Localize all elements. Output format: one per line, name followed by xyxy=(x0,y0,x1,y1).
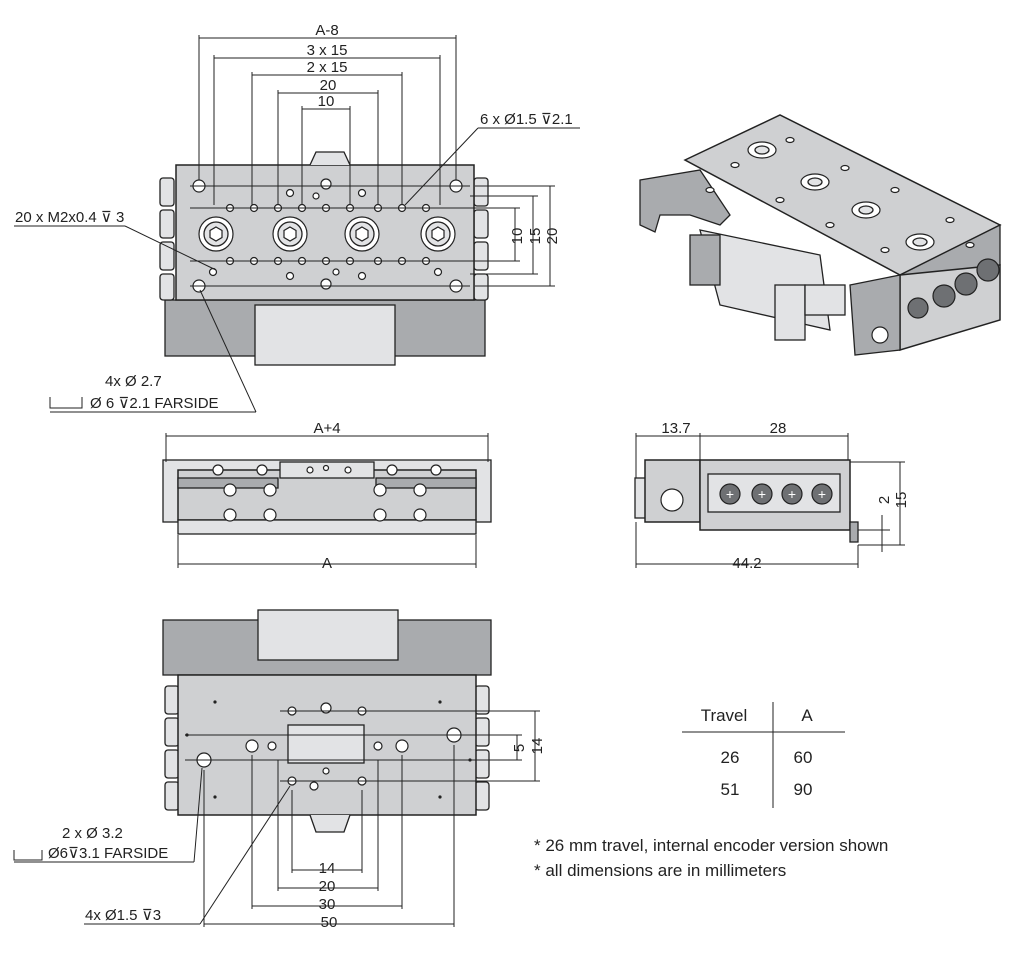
table-cell: 60 xyxy=(794,748,813,767)
top-view-callouts: 6 x Ø1.5 ⊽2.1 20 x M2x0.4 ⊽ 3 4x Ø 2.7 Ø… xyxy=(14,111,580,413)
svg-text:+: + xyxy=(758,486,766,502)
side-view: + + + + xyxy=(634,459,859,543)
dim-15: 15 xyxy=(893,492,910,509)
bottom-view xyxy=(162,609,492,833)
iso-block xyxy=(689,234,721,286)
top-view-bumper xyxy=(473,273,489,301)
dim-2x15: 2 x 15 xyxy=(307,59,348,76)
note-travel: * 26 mm travel, internal encoder version… xyxy=(534,836,888,855)
dim-28: 28 xyxy=(770,420,787,437)
socket-screw-icon xyxy=(420,216,456,252)
front-view-base xyxy=(177,519,477,535)
socket-screw-icon xyxy=(272,216,308,252)
top-view-bumper xyxy=(473,177,489,207)
dim-b5: 5 xyxy=(511,744,528,752)
bottom-view-dimensions: 14 20 30 50 5 14 xyxy=(203,710,546,931)
table-cell: 26 xyxy=(721,748,740,767)
iso-screw-icon xyxy=(747,141,935,251)
callout-2x-32: 2 x Ø 3.2 xyxy=(62,825,123,842)
front-view-rail xyxy=(375,477,477,489)
top-view-dimensions: A-8 3 x 15 2 x 15 20 10 10 15 20 xyxy=(198,22,561,287)
callout-4x-27: 4x Ø 2.7 xyxy=(105,373,162,390)
socket-screw-icon xyxy=(344,216,380,252)
bottom-view-bumper xyxy=(164,717,180,747)
bottom-view-bumper xyxy=(164,781,180,811)
dim-10: 10 xyxy=(318,93,335,110)
side-view-dimensions: 13.7 28 44.2 2 15 xyxy=(635,420,910,572)
callout-cbore-6: Ø 6 ⊽2.1 FARSIDE xyxy=(90,395,219,412)
dim-a-plus-4: A+4 xyxy=(313,420,340,437)
top-view-bumper xyxy=(473,209,489,239)
dim-3x15: 3 x 15 xyxy=(307,42,348,59)
bottom-view-bumper xyxy=(474,717,490,747)
isometric-view xyxy=(639,114,1002,356)
dim-right-10: 10 xyxy=(509,228,526,245)
dim-b20: 20 xyxy=(319,878,336,895)
side-view-base xyxy=(849,521,859,543)
table-cell: 90 xyxy=(794,780,813,799)
dim-b14-right: 14 xyxy=(529,738,546,755)
bottom-view-bracket xyxy=(257,609,399,661)
travel-table: Travel A 26 60 51 90 xyxy=(682,702,845,808)
top-view-bumper xyxy=(159,273,175,301)
bottom-view-callouts: 2 x Ø 3.2 Ø6⊽3.1 FARSIDE 4x Ø1.5 ⊽3 xyxy=(13,767,291,925)
iso-holes xyxy=(705,136,975,254)
top-view xyxy=(159,151,489,366)
dim-b30: 30 xyxy=(319,896,336,913)
svg-text:+: + xyxy=(818,486,826,502)
bottom-view-bumper xyxy=(474,781,490,811)
top-view-bumper xyxy=(473,241,489,271)
table-header-a: A xyxy=(801,706,813,725)
callout-20x-m2: 20 x M2x0.4 ⊽ 3 xyxy=(15,209,124,226)
bottom-view-tab xyxy=(309,814,351,833)
note-units: * all dimensions are in millimeters xyxy=(534,861,786,880)
side-connector-icon: + + + + xyxy=(719,483,833,505)
callout-6x-holes: 6 x Ø1.5 ⊽2.1 xyxy=(480,111,573,128)
dim-a-minus-8: A-8 xyxy=(315,22,338,39)
dim-44-2: 44.2 xyxy=(732,555,761,572)
socket-screw-icon xyxy=(198,216,234,252)
iso-connector-icon xyxy=(871,258,1000,344)
iso-block xyxy=(774,284,806,341)
side-view-rod xyxy=(660,488,684,512)
top-view-bumper xyxy=(159,209,175,239)
callout-4x-15: 4x Ø1.5 ⊽3 xyxy=(85,907,161,924)
top-view-tab xyxy=(309,151,351,166)
iso-rod xyxy=(804,284,846,316)
callout-cbore-bottom: Ø6⊽3.1 FARSIDE xyxy=(48,845,168,862)
bottom-view-bumper xyxy=(474,685,490,715)
dim-right-20: 20 xyxy=(544,228,561,245)
front-view-dimensions: A+4 A xyxy=(165,420,489,572)
iso-end-plate xyxy=(849,274,901,356)
iso-knob-bracket xyxy=(639,169,731,233)
svg-text:+: + xyxy=(726,486,734,502)
top-view-bumper xyxy=(159,241,175,271)
svg-text:+: + xyxy=(788,486,796,502)
dim-20: 20 xyxy=(320,77,337,94)
bottom-view-bumper xyxy=(474,749,490,779)
bottom-view-bumper xyxy=(164,749,180,779)
top-view-bumper xyxy=(159,177,175,207)
front-view xyxy=(162,459,492,535)
dim-b50: 50 xyxy=(321,914,338,931)
front-screw-icon xyxy=(212,464,442,522)
dim-a: A xyxy=(322,555,332,572)
top-view-bracket xyxy=(254,304,396,366)
dim-13-7: 13.7 xyxy=(661,420,690,437)
dim-2: 2 xyxy=(876,496,893,504)
bottom-view-bumper xyxy=(164,685,180,715)
bottom-view-window xyxy=(287,724,365,764)
dim-b14: 14 xyxy=(319,860,336,877)
dim-right-15: 15 xyxy=(527,228,544,245)
table-header-travel: Travel xyxy=(701,706,748,725)
table-cell: 51 xyxy=(721,780,740,799)
